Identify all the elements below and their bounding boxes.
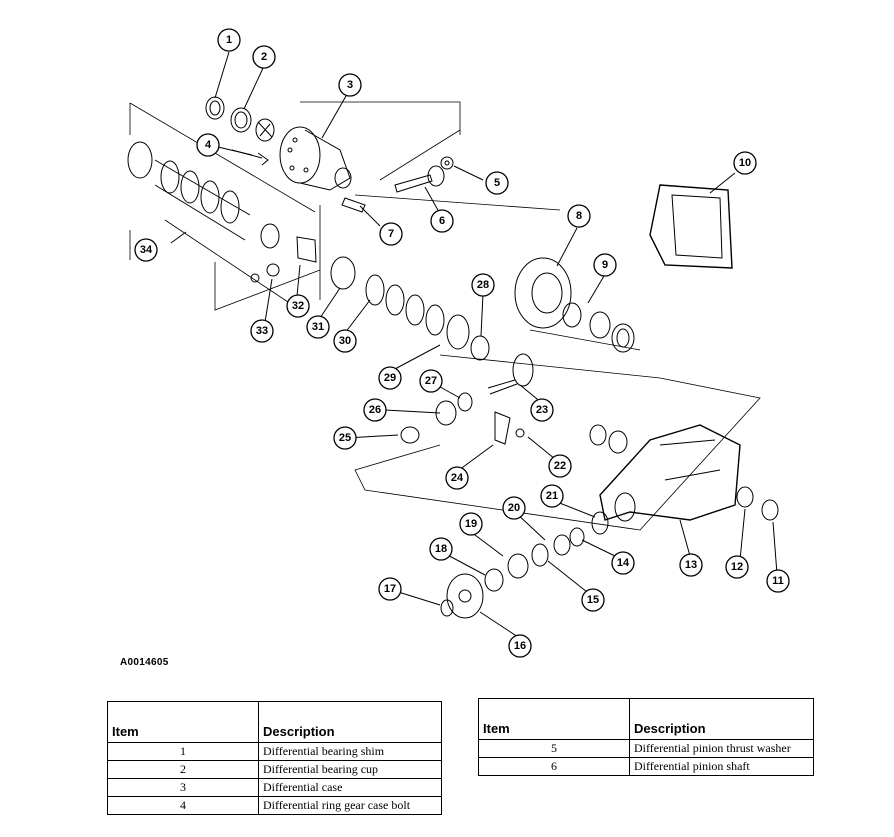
figure-id: A0014605	[120, 657, 169, 668]
item-number: 6	[478, 757, 630, 776]
item-description: Differential bearing cup	[258, 760, 442, 779]
callout-4: 4	[205, 139, 212, 151]
table-row: 2 Differential bearing cup	[107, 760, 442, 779]
callout-13: 13	[685, 559, 697, 571]
callout-31: 31	[312, 321, 324, 333]
item-description: Differential pinion thrust washer	[629, 739, 814, 758]
column-header-item: Item	[478, 698, 630, 740]
callout-26: 26	[369, 404, 381, 416]
item-description: Differential pinion shaft	[629, 757, 814, 776]
callout-32: 32	[292, 300, 304, 312]
table-row: 5 Differential pinion thrust washer	[478, 739, 814, 758]
column-header-description: Description	[629, 698, 814, 740]
callout-28: 28	[477, 279, 489, 291]
item-description: Differential case	[258, 778, 442, 797]
exploded-diagram: 1 2 3 4 5 6 7 8 9 10 11 12 13 14 15 16 1…	[127, 28, 790, 658]
callout-33: 33	[256, 325, 268, 337]
column-header-description: Description	[258, 701, 442, 743]
callout-18: 18	[435, 543, 447, 555]
callout-12: 12	[731, 561, 743, 573]
item-description: Differential bearing shim	[258, 742, 442, 761]
callout-8: 8	[576, 210, 582, 222]
callout-15: 15	[587, 594, 599, 606]
callout-6: 6	[439, 215, 445, 227]
column-header-item: Item	[107, 701, 259, 743]
table-row: 3 Differential case	[107, 778, 442, 797]
table-row: 4 Differential ring gear case bolt	[107, 796, 442, 815]
callout-14: 14	[617, 557, 630, 569]
item-description: Differential ring gear case bolt	[258, 796, 442, 815]
callout-1: 1	[226, 34, 232, 46]
callout-10: 10	[739, 157, 751, 169]
callout-17: 17	[384, 583, 396, 595]
callout-9: 9	[602, 259, 608, 271]
item-number: 2	[107, 760, 259, 779]
callout-21: 21	[546, 490, 558, 502]
callout-2: 2	[261, 51, 267, 63]
callout-20: 20	[508, 502, 520, 514]
item-number: 1	[107, 742, 259, 761]
callout-22: 22	[554, 460, 566, 472]
callout-16: 16	[514, 640, 526, 652]
callout-7: 7	[388, 228, 394, 240]
item-number: 4	[107, 796, 259, 815]
callout-27: 27	[425, 375, 437, 387]
callout-25: 25	[339, 432, 351, 444]
table-row: 6 Differential pinion shaft	[478, 757, 814, 776]
callout-11: 11	[772, 575, 784, 587]
callout-3: 3	[347, 79, 353, 91]
table-row: 1 Differential bearing shim	[107, 742, 442, 761]
item-number: 5	[478, 739, 630, 758]
callout-19: 19	[465, 518, 477, 530]
callout-23: 23	[536, 404, 548, 416]
parts-table-right: Item Description 5 Differential pinion t…	[478, 698, 814, 776]
item-number: 3	[107, 778, 259, 797]
callout-30: 30	[339, 335, 351, 347]
callout-24: 24	[451, 472, 464, 484]
callout-29: 29	[384, 372, 396, 384]
callout-34: 34	[140, 244, 153, 256]
callout-5: 5	[494, 177, 500, 189]
parts-table-left: Item Description 1 Differential bearing …	[107, 701, 442, 815]
